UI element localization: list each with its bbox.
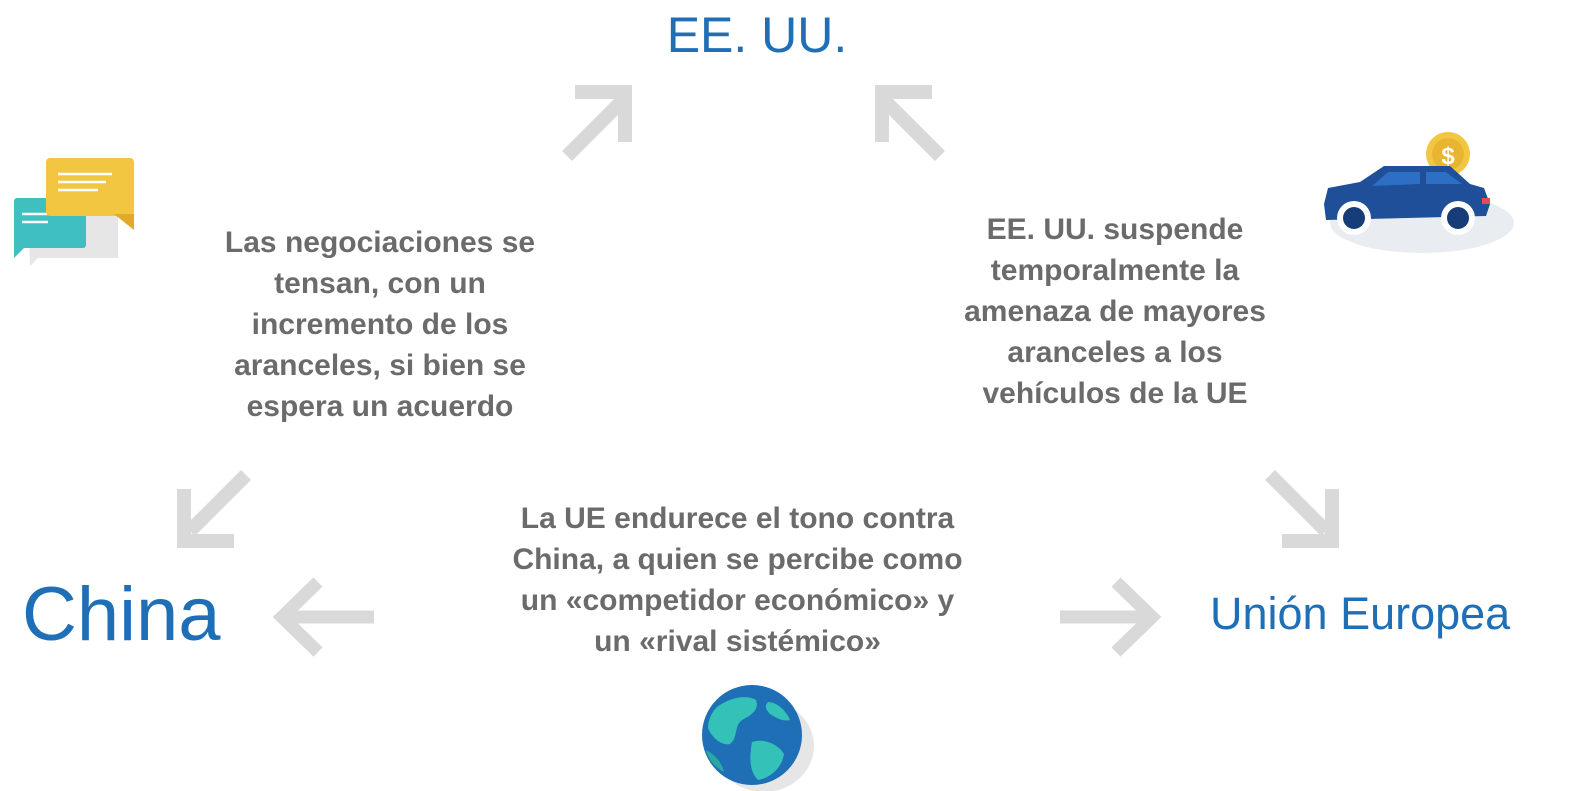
node-china: China <box>22 572 221 657</box>
globe-icon <box>702 685 814 791</box>
caption-line: incremento de los <box>251 308 509 341</box>
svg-text:$: $ <box>1441 143 1455 170</box>
caption-line: tensan, con un <box>274 267 486 300</box>
caption-line: China, a quien se percibe como <box>512 543 963 576</box>
caption-us-eu: EE. UU. suspende temporalmente la amenaz… <box>900 209 1330 414</box>
node-eu: Unión Europea <box>1210 588 1511 639</box>
caption-us-china: Las negociaciones se tensan, con un incr… <box>170 222 590 427</box>
caption-line: Las negociaciones se <box>224 226 536 259</box>
arrow-up-left-icon <box>875 85 945 161</box>
caption-line: temporalmente la <box>990 254 1240 287</box>
caption-line: La UE endurece el tono contra <box>520 502 955 535</box>
arrow-right-icon <box>1060 577 1162 657</box>
arrow-up-right-icon <box>562 85 632 161</box>
arrow-down-right-icon <box>1265 470 1339 548</box>
car-with-dollar-icon: $ <box>1324 132 1514 253</box>
caption-line: aranceles, si bien se <box>234 349 526 382</box>
caption-line: aranceles a los <box>1007 336 1223 369</box>
node-us: EE. UU. <box>666 7 848 63</box>
caption-eu-china: La UE endurece el tono contra China, a q… <box>450 498 1025 662</box>
caption-line: vehículos de la UE <box>982 377 1248 410</box>
caption-line: un «competidor económico» y <box>520 584 955 617</box>
caption-line: amenaza de mayores <box>964 295 1266 328</box>
chat-bubbles-icon <box>14 158 134 266</box>
arrow-left-icon <box>272 577 374 657</box>
arrow-down-left-icon <box>177 470 251 548</box>
caption-line: un «rival sistémico» <box>594 625 881 658</box>
caption-line: espera un acuerdo <box>246 390 514 423</box>
caption-line: EE. UU. suspende <box>986 213 1244 246</box>
